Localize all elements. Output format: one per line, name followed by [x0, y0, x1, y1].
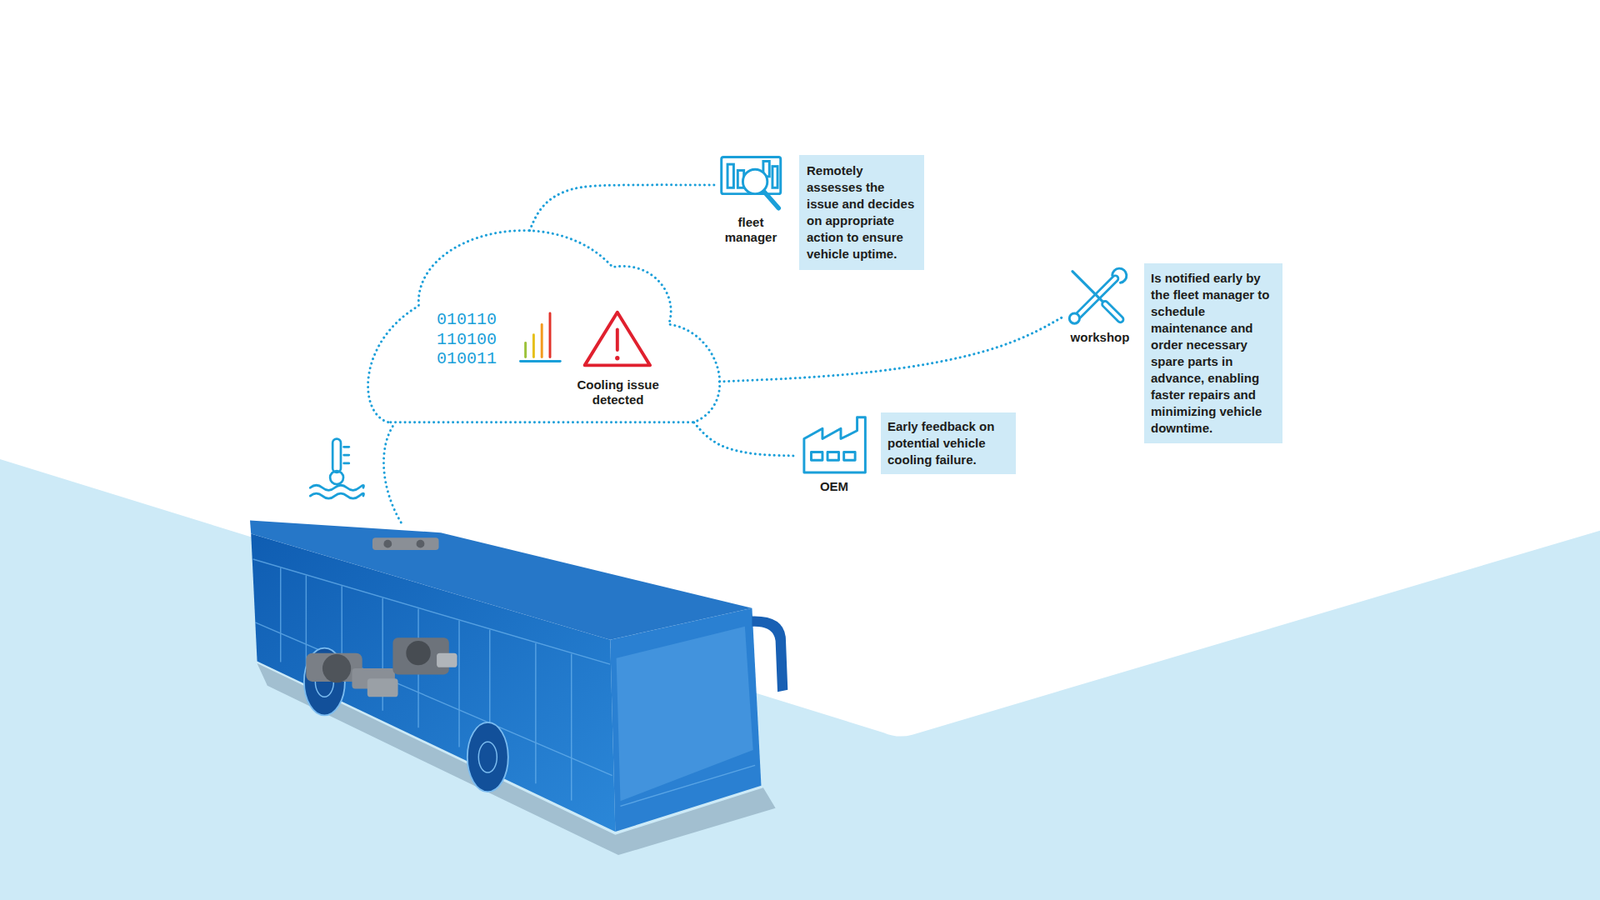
bus-mirror [751, 616, 788, 693]
signal-bar [532, 335, 535, 358]
bus-illustration [250, 520, 788, 855]
workshop-icon [1069, 268, 1127, 324]
thermometer-tick [344, 454, 350, 457]
screwdriver-shaft [1072, 271, 1104, 303]
roof-unit [372, 537, 440, 550]
motor-part [405, 640, 430, 665]
coolant-wave [310, 493, 364, 499]
thermometer-tick [344, 445, 350, 449]
dotted-connector [719, 316, 1064, 382]
signal-bars-icon [520, 313, 560, 362]
coolant-wave [310, 485, 364, 490]
actor-label: fleet manager [714, 215, 788, 245]
signal-bar [524, 342, 527, 357]
drivetrain-parts [305, 637, 457, 697]
signal-baseline [520, 360, 560, 363]
factory-window [810, 451, 822, 460]
wrench-head [1112, 268, 1127, 283]
window-line [535, 643, 536, 784]
thermometer-stem [332, 439, 341, 473]
magnifier-handle [764, 191, 779, 209]
description-box: Is notified early by the fleet manager t… [1144, 263, 1283, 444]
warning-icon [585, 312, 650, 366]
screwdriver-handle [1105, 304, 1120, 320]
window-line [255, 622, 613, 776]
binary-digits: 010011 [436, 349, 497, 369]
cloud-node: Cooling issue detected [357, 219, 735, 427]
window-line [570, 654, 572, 801]
roof-unit-body [372, 537, 440, 550]
description-box: Early feedback on potential vehicle cool… [880, 412, 1016, 475]
bus-wheel [467, 722, 509, 792]
axle-part [322, 654, 351, 683]
warning-dot [615, 355, 620, 360]
binary-digits: 010110 [436, 310, 497, 330]
actor-node: OEM Early feedback on potential vehicle c… [795, 412, 1016, 495]
fleet-manager-icon [721, 157, 781, 209]
factory-window [827, 451, 839, 460]
thermometer-icon [310, 439, 364, 500]
thermometer-bulb [330, 470, 344, 485]
dotted-connector [530, 185, 715, 231]
actor-node: fleet manager Remotely assesses the issue… [714, 155, 925, 270]
factory-icon [804, 417, 865, 473]
bus-window-frames [253, 559, 755, 806]
cloud-outline [357, 219, 735, 427]
dashboard-frame [721, 157, 781, 195]
wrench-head [1069, 313, 1080, 324]
status-text: Cooling issue detected [568, 377, 669, 408]
actor-label: OEM [795, 479, 873, 495]
thermometer-tick [344, 462, 350, 465]
dotted-connector [694, 422, 796, 456]
description-box: Remotely assesses the issue and decides … [799, 155, 925, 270]
dashboard-bar [772, 166, 778, 189]
signal-bar [540, 324, 544, 357]
roof-unit-fan [383, 540, 392, 549]
screwdriver-handle [1105, 304, 1120, 320]
signal-bar [549, 313, 552, 358]
motor-part [367, 678, 399, 697]
window-line [620, 765, 755, 806]
warning-mark [615, 330, 620, 350]
motor-part [436, 653, 457, 668]
cloud-outline-path [367, 230, 720, 423]
factory-outline [804, 417, 865, 473]
wheel-hub [478, 741, 497, 773]
bus-front [610, 608, 761, 832]
dashboard-bar [727, 164, 734, 188]
window-line [280, 568, 281, 663]
roof-unit-fan [416, 540, 425, 549]
data-link-line [383, 424, 401, 523]
warning-triangle [585, 312, 650, 366]
actor-label: workshop [1063, 330, 1137, 345]
binary-digits: 110100 [436, 330, 497, 350]
bus-windshield [616, 626, 754, 801]
actor-node: workshop Is notified early by the fleet m… [1063, 263, 1283, 444]
window-line [458, 620, 460, 748]
ground-band [0, 459, 1600, 900]
factory-window [844, 451, 855, 460]
